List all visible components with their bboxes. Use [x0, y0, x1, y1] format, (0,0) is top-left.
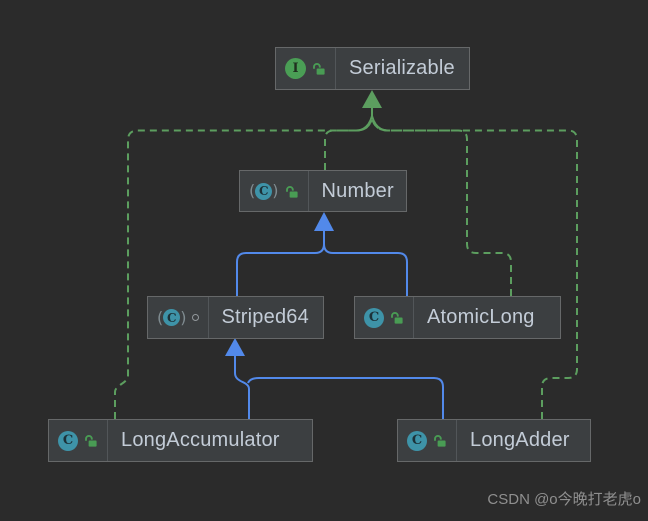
- unlocked-icon: [391, 312, 403, 324]
- node-label-longadder: LongAdder: [470, 429, 570, 451]
- node-label-atomiclong: AtomicLong: [427, 306, 535, 328]
- extends-edge-longadder-striped64: [247, 377, 444, 419]
- extends-edge-atomiclong-number: [323, 229, 408, 296]
- abstract-paren-close: ): [180, 307, 187, 327]
- extends-edge-longaccumulator-striped64: [234, 354, 250, 419]
- abstract-class-icon: ( C ): [157, 309, 187, 326]
- node-label-longaccumulator: LongAccumulator: [121, 429, 280, 451]
- abstract-class-icon: ( C ): [249, 181, 279, 200]
- node-icon-area: C: [49, 420, 108, 461]
- node-icon-area: ( C ): [240, 171, 309, 211]
- node-icon-area: C: [355, 297, 414, 338]
- class-icon: C: [255, 182, 273, 200]
- implements-edge-longaccumulator-serializable: [114, 119, 373, 419]
- class-icon-letter: C: [368, 310, 380, 325]
- interface-icon: I: [285, 58, 306, 79]
- diagram-node-serializable[interactable]: I Serializable: [275, 47, 470, 90]
- diagram-node-longaccumulator[interactable]: C LongAccumulator: [48, 419, 313, 462]
- node-icon-area: I: [276, 48, 336, 89]
- diagram-node-atomiclong[interactable]: C AtomicLong: [354, 296, 561, 339]
- class-icon-letter: C: [258, 184, 269, 198]
- unlocked-icon: [313, 63, 325, 75]
- package-private-icon: [191, 314, 199, 321]
- diagram-node-longadder[interactable]: C LongAdder: [397, 419, 591, 462]
- diagram-node-number[interactable]: ( C ) Number: [239, 170, 407, 212]
- diagram-node-striped64[interactable]: ( C ) Striped64: [147, 296, 324, 339]
- class-icon-letter: C: [166, 310, 177, 325]
- class-icon: C: [163, 309, 181, 326]
- csdn-watermark: CSDN @o今晚打老虎o: [487, 491, 641, 508]
- extends-edge-striped64-number: [236, 229, 325, 296]
- interface-icon-letter: I: [292, 61, 299, 76]
- node-icon-area: C: [398, 420, 457, 461]
- abstract-paren-open: (: [157, 307, 164, 327]
- node-label-serializable: Serializable: [349, 57, 455, 79]
- unlocked-icon: [285, 185, 298, 198]
- class-icon-letter: C: [62, 433, 74, 448]
- abstract-paren-open: (: [249, 181, 256, 200]
- extends-arrowhead-striped64: [225, 338, 245, 356]
- abstract-paren-close: ): [272, 181, 279, 200]
- class-icon: C: [364, 307, 384, 328]
- class-icon: C: [58, 430, 78, 451]
- node-icon-area: ( C ): [148, 297, 209, 338]
- node-label-striped64: Striped64: [221, 306, 309, 328]
- unlocked-icon: [85, 435, 97, 447]
- node-label-number: Number: [321, 179, 394, 202]
- unlocked-icon: [434, 435, 446, 447]
- implements-arrowhead-serializable: [362, 90, 382, 108]
- class-icon: C: [407, 430, 427, 451]
- implements-edge-longadder-serializable: [371, 119, 578, 419]
- class-icon-letter: C: [411, 433, 423, 448]
- extends-arrowhead-number: [314, 212, 334, 231]
